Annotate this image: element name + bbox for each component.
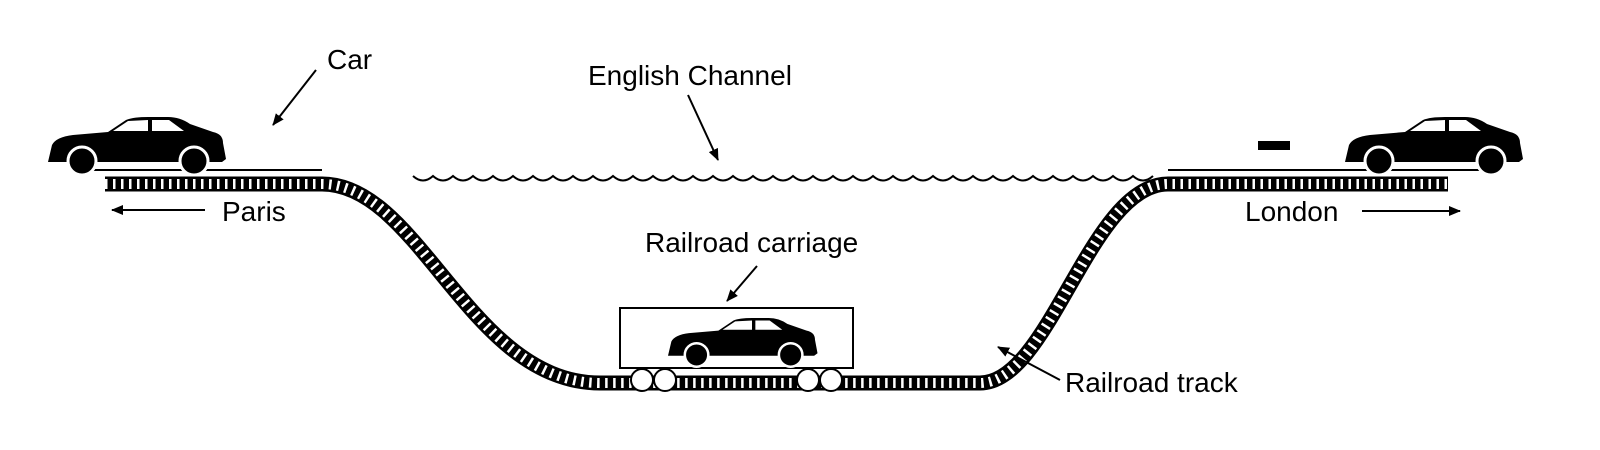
railroad-track [105, 176, 1448, 391]
english-channel-arrow [687, 94, 719, 161]
car-london [1343, 115, 1525, 177]
paris-label: Paris [222, 196, 286, 227]
railroad-track-arrow [997, 346, 1061, 381]
railroad-carriage-label: Railroad carriage [645, 227, 858, 258]
railroad-carriage-arrow [726, 265, 758, 302]
railroad-track-label: Railroad track [1065, 367, 1239, 398]
car-paris [46, 115, 228, 177]
water-waves [412, 174, 1154, 182]
carriage-wheels [630, 368, 843, 392]
english-channel-label: English Channel [588, 60, 792, 91]
car-arrow [272, 69, 317, 126]
london-label: London [1245, 196, 1338, 227]
car-label: Car [327, 44, 372, 75]
small-mark [1258, 141, 1290, 150]
